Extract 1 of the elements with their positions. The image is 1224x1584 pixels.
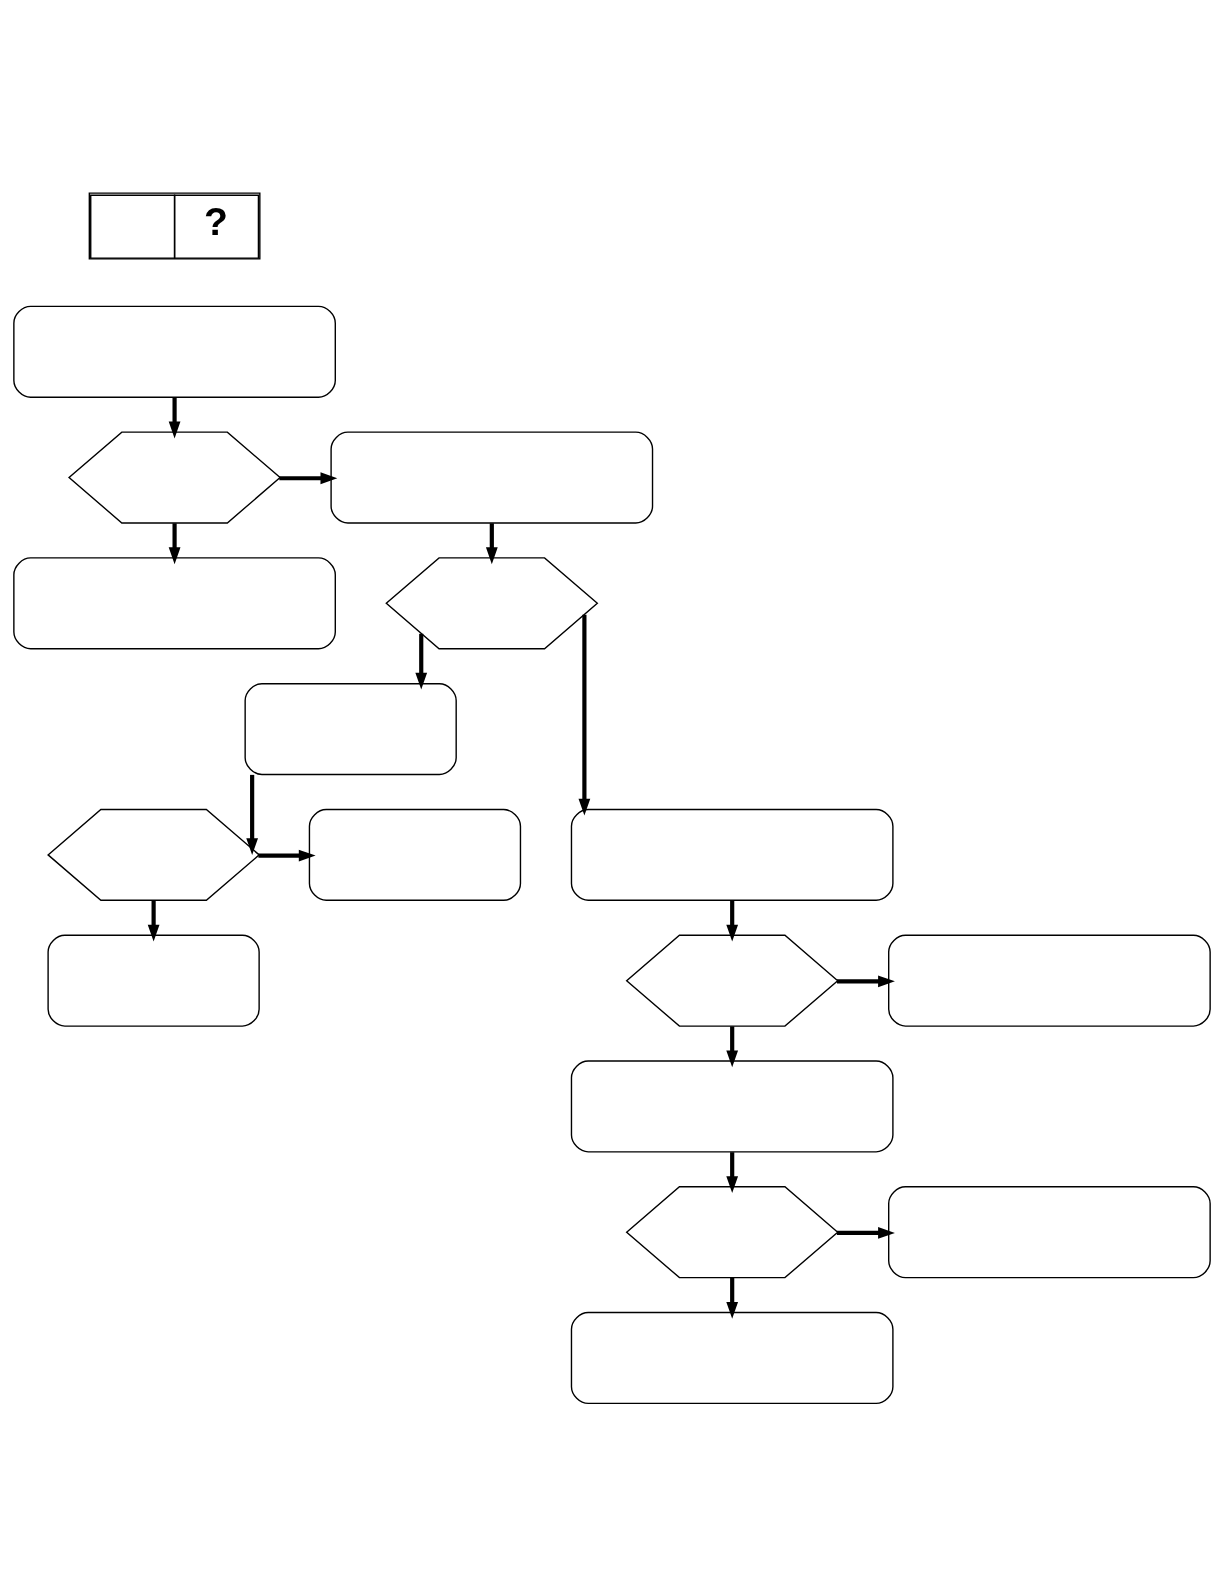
label: ? [203,199,228,243]
